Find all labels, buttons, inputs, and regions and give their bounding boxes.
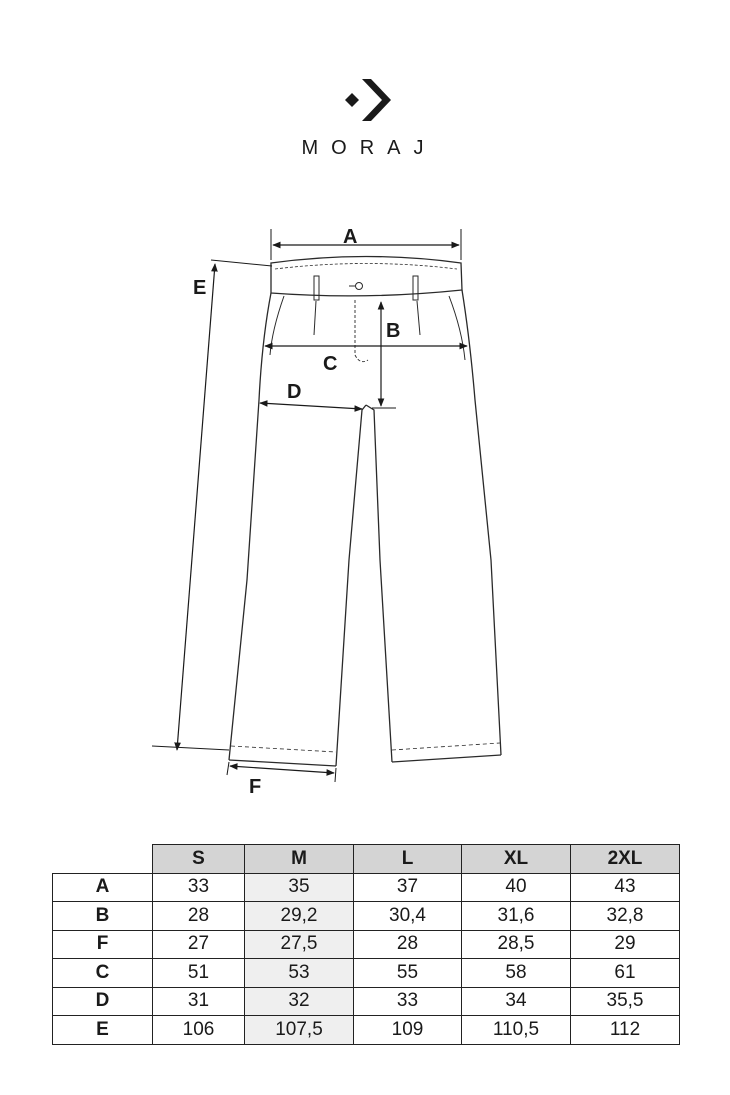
- size-header-xl: XL: [461, 844, 571, 874]
- table-cell: 37: [353, 872, 462, 902]
- table-cell: 30,4: [353, 901, 462, 931]
- table-cell: 28: [152, 901, 245, 931]
- table-row: B 28 29,2 30,4 31,6 32,8: [52, 901, 680, 931]
- table-cell: 35,5: [570, 986, 680, 1016]
- dimension-label-c: C: [323, 353, 337, 375]
- dimension-label-d: D: [287, 381, 301, 403]
- brand-name: MORAJ: [301, 137, 437, 159]
- table-cell: 58: [461, 958, 571, 988]
- table-cell: 28,5: [461, 929, 571, 959]
- size-header-l: L: [353, 844, 462, 874]
- measurement-lines: [151, 229, 468, 783]
- table-cell: 109: [353, 1015, 462, 1045]
- size-header-s: S: [152, 844, 245, 874]
- table-cell: 112: [570, 1015, 680, 1045]
- table-cell: 31,6: [461, 901, 571, 931]
- table-cell: 32: [244, 986, 354, 1016]
- table-cell: 35: [244, 872, 354, 902]
- row-label: E: [52, 1015, 153, 1045]
- table-corner: [52, 844, 153, 874]
- table-row: D 31 32 33 34 35,5: [52, 986, 680, 1016]
- table-cell: 34: [461, 986, 571, 1016]
- dimension-label-e: E: [193, 277, 206, 299]
- table-row: E 106 107,5 109 110,5 112: [52, 1015, 680, 1045]
- row-label: B: [52, 901, 153, 931]
- table-row: C 51 53 55 58 61: [52, 958, 680, 988]
- table-cell: 55: [353, 958, 462, 988]
- table-cell: 40: [461, 872, 571, 902]
- trousers-outline: [228, 255, 502, 767]
- dimension-label-b: B: [386, 320, 400, 342]
- table-row: A 33 35 37 40 43: [52, 872, 680, 902]
- moraj-arrow-logo-icon: [345, 79, 391, 121]
- table-cell: 51: [152, 958, 245, 988]
- table-row: F 27 27,5 28 28,5 29: [52, 929, 680, 959]
- table-cell: 27: [152, 929, 245, 959]
- table-cell: 33: [152, 872, 245, 902]
- table-cell: 29,2: [244, 901, 354, 931]
- table-cell: 61: [570, 958, 680, 988]
- table-cell: 106: [152, 1015, 245, 1045]
- table-cell: 28: [353, 929, 462, 959]
- dimension-label-a: A: [343, 226, 357, 248]
- dimension-label-f: F: [249, 776, 261, 798]
- row-label: A: [52, 872, 153, 902]
- table-cell: 29: [570, 929, 680, 959]
- table-cell: 110,5: [461, 1015, 571, 1045]
- row-label: C: [52, 958, 153, 988]
- row-label: F: [52, 929, 153, 959]
- size-header-2xl: 2XL: [570, 844, 680, 874]
- table-cell: 53: [244, 958, 354, 988]
- trousers-measurement-diagram: A B C D E F: [151, 226, 502, 798]
- size-header-m: M: [244, 844, 354, 874]
- table-cell: 33: [353, 986, 462, 1016]
- table-cell: 32,8: [570, 901, 680, 931]
- table-cell: 43: [570, 872, 680, 902]
- table-cell: 27,5: [244, 929, 354, 959]
- size-chart-table: S M L XL 2XL A 33 35 37 40 43 B 28 29,2 …: [52, 844, 680, 1045]
- table-cell: 107,5: [244, 1015, 354, 1045]
- row-label: D: [52, 986, 153, 1016]
- table-cell: 31: [152, 986, 245, 1016]
- size-header-row: S M L XL 2XL: [52, 844, 680, 874]
